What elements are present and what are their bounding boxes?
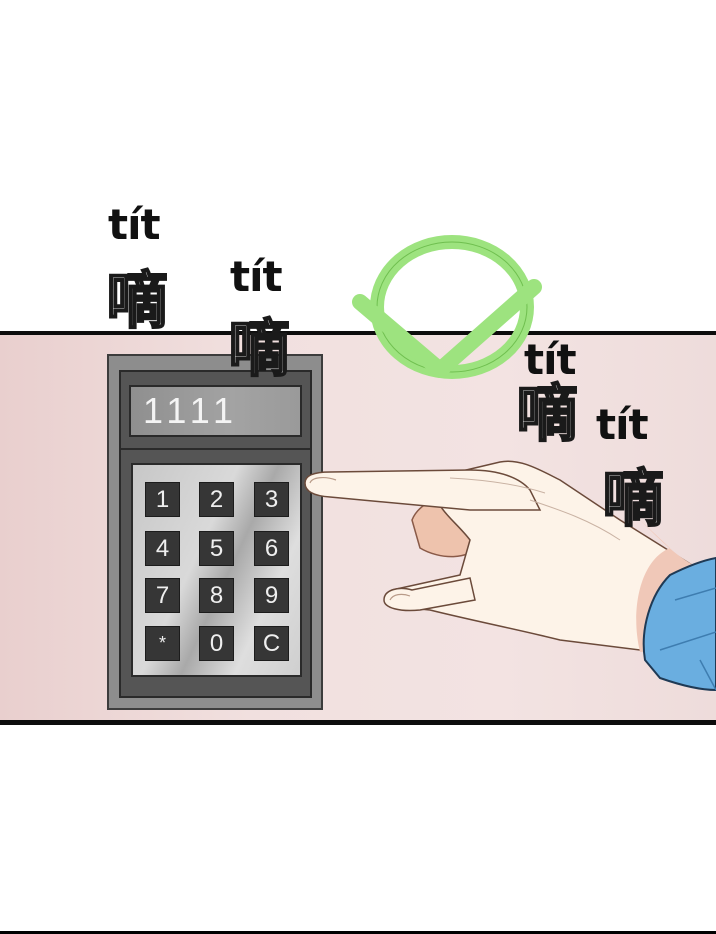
page-divider [0, 931, 716, 934]
key-star[interactable]: * [145, 626, 180, 661]
key-0[interactable]: 0 [199, 626, 234, 661]
keypad-display: 1111 [129, 385, 302, 437]
key-7[interactable]: 7 [145, 578, 180, 613]
sfx-beep-latin: tít [596, 400, 649, 449]
sfx-beep-latin: tít [524, 335, 577, 384]
sfx-beep-cjk: 嘀 [601, 462, 665, 535]
key-grid: 1 2 3 4 5 6 7 8 9 * 0 C [131, 463, 302, 677]
check-mark-icon [352, 235, 542, 379]
sfx-beep-cjk: 嘀 [227, 312, 291, 385]
door-keypad: 1111 1 2 3 4 5 6 7 8 9 * 0 C [107, 354, 323, 710]
key-5[interactable]: 5 [199, 531, 234, 566]
key-clear[interactable]: C [254, 626, 289, 661]
key-8[interactable]: 8 [199, 578, 234, 613]
sfx-beep-cjk: 嘀 [105, 264, 169, 337]
key-6[interactable]: 6 [254, 531, 289, 566]
key-2[interactable]: 2 [199, 482, 234, 517]
display-housing: 1111 [121, 372, 310, 450]
keypad-face: 1111 1 2 3 4 5 6 7 8 9 * 0 C [119, 370, 312, 698]
key-4[interactable]: 4 [145, 531, 180, 566]
key-9[interactable]: 9 [254, 578, 289, 613]
sfx-beep-cjk: 嘀 [515, 377, 579, 450]
sfx-beep-latin: tít [108, 200, 161, 249]
key-1[interactable]: 1 [145, 482, 180, 517]
key-3[interactable]: 3 [254, 482, 289, 517]
sfx-beep-latin: tít [230, 252, 283, 301]
